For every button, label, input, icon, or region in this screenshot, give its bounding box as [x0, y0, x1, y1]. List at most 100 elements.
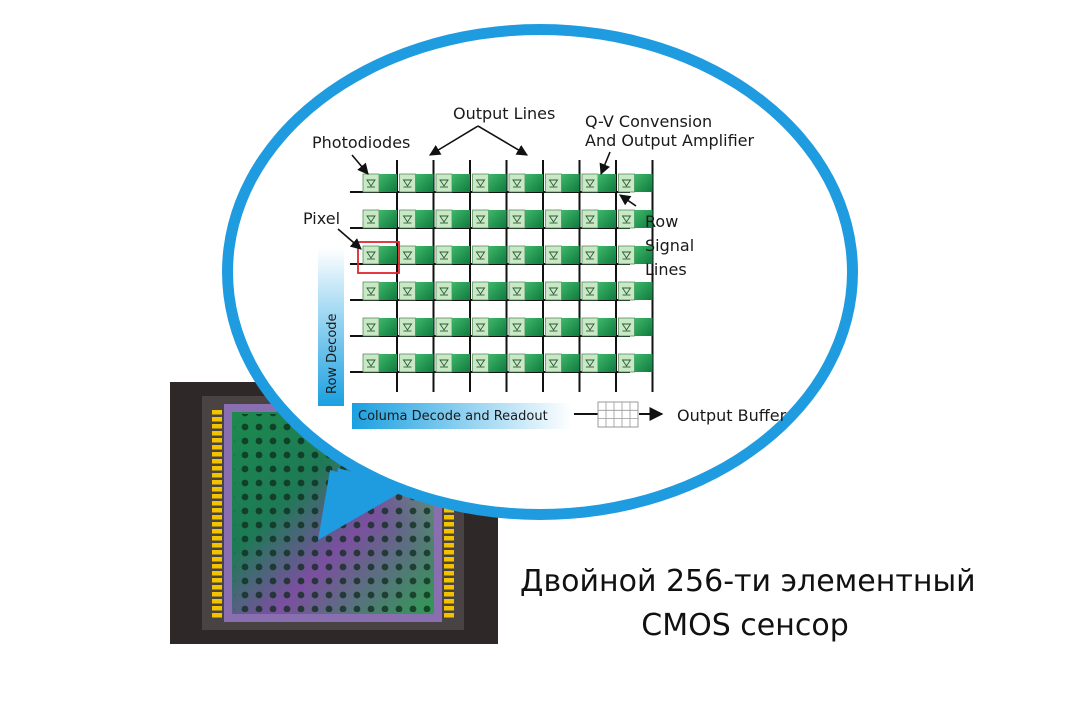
output-buffer-grid — [597, 401, 639, 428]
diode-symbol — [475, 287, 486, 295]
pixel-cell — [581, 281, 616, 301]
sensor-pin — [444, 613, 454, 618]
diode-symbol — [475, 251, 486, 259]
amplifier-block — [634, 210, 653, 228]
diode-symbol — [402, 287, 413, 295]
photodiodes-arrow — [351, 154, 369, 175]
photodiode — [545, 317, 562, 337]
pixel-cell — [508, 209, 543, 229]
pixel-cell — [435, 173, 470, 193]
pixel-cell — [508, 245, 543, 265]
pixel-cell — [435, 245, 470, 265]
sensor-pin — [212, 480, 222, 485]
amplifier-block — [598, 282, 616, 300]
pixel-cell — [362, 353, 397, 373]
diode-symbol — [621, 323, 632, 331]
amplifier-block — [634, 282, 653, 300]
diode-symbol — [621, 359, 632, 367]
pixel-cell — [545, 245, 580, 265]
diode-symbol — [402, 323, 413, 331]
photodiode — [435, 281, 453, 301]
sensor-pin — [444, 508, 454, 513]
amplifier-block — [415, 246, 434, 264]
bubble-fill — [233, 35, 847, 509]
photodiode — [545, 281, 562, 301]
diode-symbol — [439, 287, 449, 295]
amplifier-block — [561, 354, 580, 372]
photodiode — [581, 245, 599, 265]
pixel-cell — [472, 209, 507, 229]
pixel-cell — [472, 281, 507, 301]
diode-symbol — [402, 179, 413, 187]
pixel-cell — [399, 281, 434, 301]
row-signal-label-3: Lines — [645, 260, 687, 279]
diode-symbol — [402, 215, 413, 223]
diode-symbol — [548, 251, 559, 259]
diode-symbol — [475, 323, 486, 331]
pixel-cell — [581, 245, 616, 265]
pixel-cell — [435, 353, 470, 373]
column-decode-bar — [352, 403, 572, 429]
photodiode — [508, 245, 526, 265]
amplifier-block — [415, 174, 434, 192]
row-signal-label-2: Signal — [645, 236, 694, 255]
diode-symbol — [475, 359, 486, 367]
sensor-pin — [212, 550, 222, 555]
sensor-pin — [212, 431, 222, 436]
diode-symbol — [512, 215, 522, 223]
sensor-pin — [212, 452, 222, 457]
diode-symbol — [512, 251, 522, 259]
diode-symbol — [512, 179, 522, 187]
qv-arrow — [599, 151, 611, 176]
sensor-pin — [212, 543, 222, 548]
pixel-cell — [472, 353, 507, 373]
amplifier-block — [525, 354, 543, 372]
sensor-pin — [212, 466, 222, 471]
amplifier-block — [488, 318, 507, 336]
photodiode — [508, 353, 526, 373]
sensor-pin — [444, 515, 454, 520]
photodiode — [362, 173, 380, 193]
photodiode — [435, 353, 453, 373]
diode-symbol — [439, 179, 449, 187]
sensor-pin — [212, 508, 222, 513]
diode-symbol — [475, 179, 486, 187]
photodiode — [399, 173, 416, 193]
pixel-cell — [362, 209, 397, 229]
sensor-pin — [212, 501, 222, 506]
output-lines-arrow-left — [429, 125, 479, 156]
diode-symbol — [512, 287, 522, 295]
sensor-pin — [444, 606, 454, 611]
output-lines-arrow-right — [477, 125, 528, 156]
diode-symbol — [621, 287, 632, 295]
pixel-cell — [581, 173, 616, 193]
sensor-pin — [212, 473, 222, 478]
pixel-arrow — [337, 228, 362, 250]
pixel-array — [350, 160, 654, 392]
sensor-pin — [212, 410, 222, 415]
amplifier-block — [379, 210, 397, 228]
amplifier-block — [488, 282, 507, 300]
pixel-cell — [508, 353, 543, 373]
diode-symbol — [585, 179, 595, 187]
photodiode — [618, 353, 635, 373]
amplifier-block — [561, 282, 580, 300]
photodiode — [472, 245, 489, 265]
amplifier-block — [488, 174, 507, 192]
diode-symbol — [439, 359, 449, 367]
caption-line-2: CMOS сенсор — [641, 608, 849, 643]
amplifier-block — [379, 174, 397, 192]
photodiode — [362, 245, 380, 265]
pixel-cell — [618, 209, 653, 229]
amplifier-block — [598, 318, 616, 336]
pixel-cell — [618, 353, 653, 373]
sensor-pin — [444, 585, 454, 590]
photodiode — [399, 281, 416, 301]
pixel-cell — [508, 173, 543, 193]
sensor-pin — [212, 417, 222, 422]
amplifier-block — [415, 318, 434, 336]
diode-symbol — [585, 251, 595, 259]
photodiode — [545, 173, 562, 193]
diode-symbol — [585, 215, 595, 223]
amplifier-block — [598, 210, 616, 228]
